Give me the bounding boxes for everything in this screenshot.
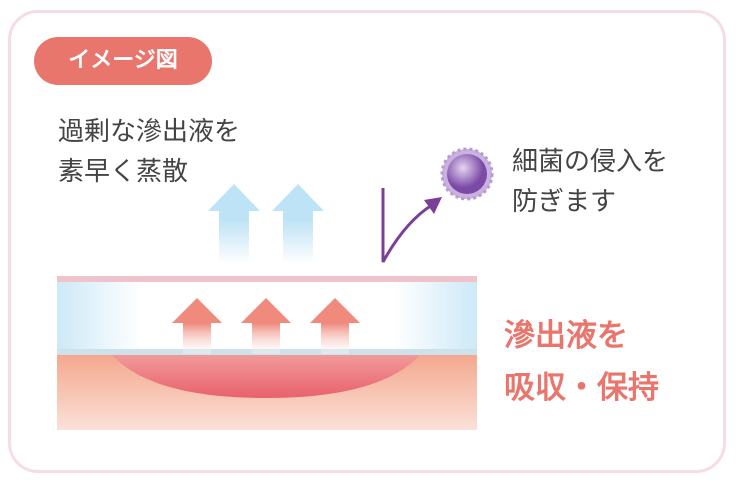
- caption-line: 細菌の侵入を: [512, 147, 669, 177]
- arrow-up-icon: [208, 184, 260, 264]
- caption-line: 過剰な滲出液を: [58, 117, 241, 147]
- caption-line: 吸収・保持: [504, 370, 659, 406]
- image-badge: イメージ図: [34, 37, 212, 85]
- film-top-layer: [57, 276, 477, 282]
- arrow-up-icon: [310, 298, 360, 354]
- bacteria-caption: 細菌の侵入を 防ぎます: [512, 142, 668, 222]
- wound-area: [112, 355, 420, 398]
- exudate-arrows: [172, 298, 360, 354]
- diagram-frame: [8, 10, 726, 473]
- arrow-up-icon: [241, 298, 291, 354]
- arrow-up-icon: [272, 184, 324, 264]
- caption-line: 防ぎます: [512, 187, 617, 217]
- caption-line: 滲出液を: [504, 318, 628, 354]
- evaporation-arrows: [208, 184, 324, 264]
- caption-line: 素早く蒸散: [58, 157, 189, 187]
- bacteria-deflect-arrow: [381, 188, 442, 263]
- arrow-up-icon: [172, 298, 222, 354]
- bacteria-icon: [440, 147, 494, 201]
- absorb-caption: 滲出液を 吸収・保持: [504, 310, 659, 414]
- evaporate-caption: 過剰な滲出液を 素早く蒸散: [58, 112, 240, 192]
